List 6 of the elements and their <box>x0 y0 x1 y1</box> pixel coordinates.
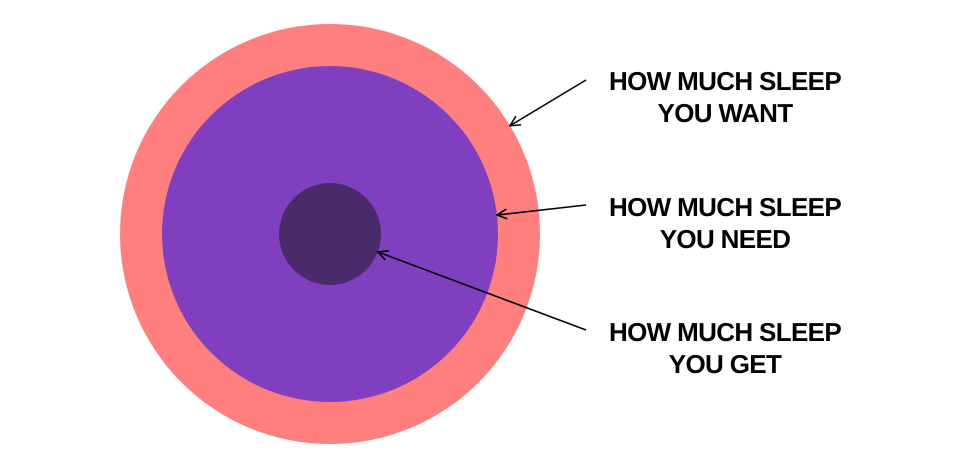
callout-label: HOW MUCH SLEEP YOU WANT <box>608 65 842 129</box>
callout-label: HOW MUCH SLEEP YOU NEED <box>608 191 842 255</box>
arrow <box>376 250 586 331</box>
callout-label: HOW MUCH SLEEP YOU GET <box>608 316 842 380</box>
arrow <box>509 79 586 127</box>
arrow <box>496 204 586 220</box>
